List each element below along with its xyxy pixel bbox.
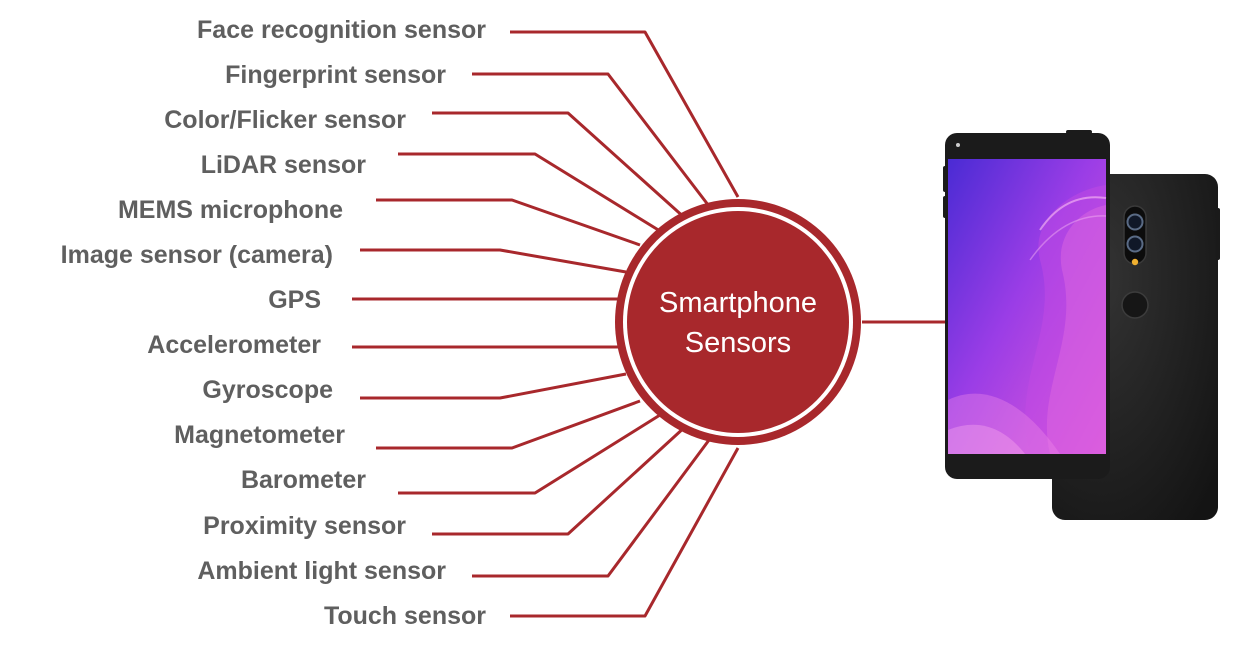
sensor-label-image-sensor-camera: Image sensor (camera) (61, 241, 333, 269)
sensor-label-barometer: Barometer (241, 466, 366, 494)
connector-ambient-light-sensor (472, 435, 714, 578)
sensor-label-ambient-light-sensor: Ambient light sensor (197, 557, 446, 585)
center-label-line2: Sensors (685, 327, 791, 359)
connector-magnetometer (376, 399, 641, 450)
sensor-label-lidar-sensor: LiDAR sensor (201, 151, 367, 179)
fingerprint-pad-icon (1121, 291, 1149, 319)
sensor-label-touch-sensor: Touch sensor (324, 602, 486, 630)
connector-lines (352, 30, 740, 618)
connector-gyroscope (360, 372, 627, 400)
connector-proximity-sensor (432, 424, 688, 536)
sensor-label-face-recognition-sensor: Face recognition sensor (197, 16, 486, 44)
sensor-label-fingerprint-sensor: Fingerprint sensor (225, 61, 446, 89)
phone-screen (948, 159, 1106, 454)
connector-image-sensor-camera (360, 248, 627, 274)
connector-lidar-sensor (398, 152, 661, 233)
screen-wave-pattern (948, 185, 1107, 454)
connector-fingerprint-sensor (472, 72, 714, 211)
sensor-label-mems-microphone: MEMS microphone (118, 196, 343, 224)
center-hub: Smartphone Sensors (615, 199, 861, 445)
connector-touch-sensor (510, 447, 740, 618)
sensor-label-gps: GPS (268, 286, 321, 314)
connector-barometer (398, 413, 661, 495)
connector-mems-microphone (376, 198, 641, 247)
sensor-label-color-flicker-sensor: Color/Flicker sensor (164, 106, 406, 134)
connector-color-flicker-sensor (432, 111, 688, 221)
sensor-label-proximity-sensor: Proximity sensor (203, 512, 406, 540)
sensor-label-magnetometer: Magnetometer (174, 421, 345, 449)
rear-camera-icon (1123, 205, 1147, 266)
center-label-line1: Smartphone (659, 287, 817, 319)
sensor-label-gyroscope: Gyroscope (202, 376, 333, 404)
connector-face-recognition-sensor (510, 30, 740, 198)
sensor-label-accelerometer: Accelerometer (147, 331, 321, 359)
smartphone-illustration (943, 130, 1220, 520)
